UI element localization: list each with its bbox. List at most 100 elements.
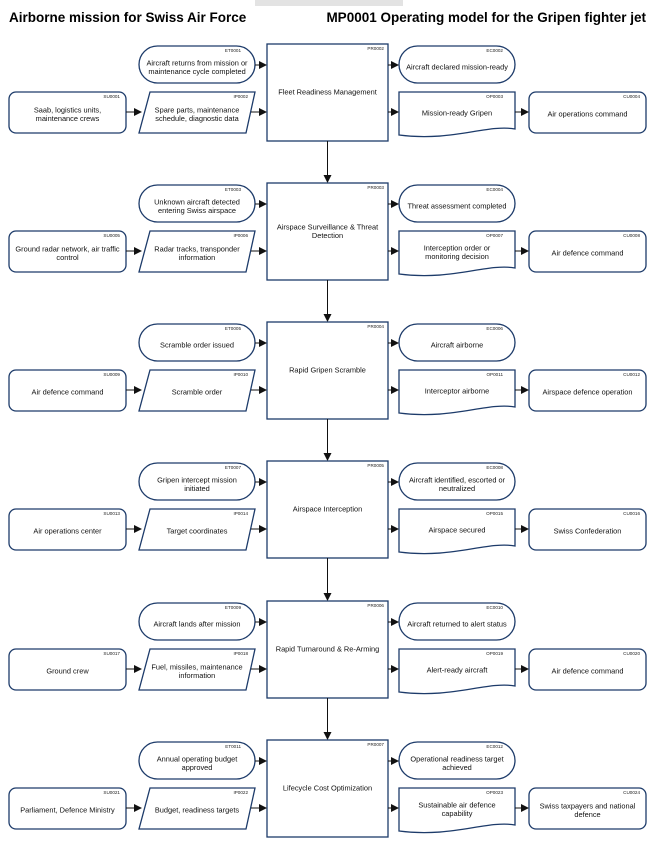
element-code: CU0016 (623, 511, 640, 516)
element-code: EC0006 (486, 326, 503, 331)
element-code: EC0012 (486, 744, 503, 749)
element-code: CU0024 (623, 790, 640, 795)
event-in-label: Aircraft returns from mission or (146, 58, 248, 67)
element-code: ET0001 (225, 48, 242, 53)
element-code: IP0006 (233, 233, 248, 238)
element-code: PR0007 (367, 742, 384, 747)
element-code: ET0011 (225, 744, 241, 749)
supplier-label: Air operations center (33, 527, 102, 536)
element-code: SU0021 (103, 790, 120, 795)
event-out-label: Aircraft identified, escorted or (409, 475, 506, 484)
input-label: information (179, 253, 216, 262)
output-label: Interceptor airborne (425, 387, 490, 396)
element-code: IP0010 (233, 372, 248, 377)
element-code: EC0002 (486, 48, 503, 53)
customer-label: Air defence command (552, 667, 624, 676)
supplier-label: Ground crew (46, 667, 89, 676)
output-label: Mission-ready Gripen (422, 109, 492, 118)
input-label: schedule, diagnostic data (155, 114, 239, 123)
customer-label: defence (574, 810, 600, 819)
supplier-label: control (56, 253, 79, 262)
process-label: Airspace Surveillance & Threat (277, 222, 378, 231)
event-in-label: Annual operating budget (157, 754, 238, 763)
input-label: Spare parts, maintenance (155, 105, 240, 114)
supplier-label: Air defence command (32, 388, 104, 397)
output-label: Alert-ready aircraft (427, 666, 488, 675)
input-label: Radar tracks, transponder (154, 244, 240, 253)
supplier-label: Ground radar network, air traffic (15, 244, 120, 253)
element-code: ET0003 (225, 187, 242, 192)
element-code: OP0023 (486, 790, 503, 795)
element-code: OP0003 (486, 94, 503, 99)
event-in-label: initiated (184, 484, 209, 493)
output-label: Interception order or (424, 243, 491, 252)
output-label: monitoring decision (425, 252, 489, 261)
event-in-label: Unknown aircraft detected (154, 197, 240, 206)
event-in-label: Scramble order issued (160, 341, 234, 350)
element-code: SU0009 (103, 372, 120, 377)
diagram-title-right: MP0001 Operating model for the Gripen fi… (326, 10, 646, 25)
element-code: EC0010 (486, 605, 503, 610)
event-in-label: Gripen intercept mission (157, 475, 237, 484)
element-code: OP0015 (486, 511, 503, 516)
element-code: IP0022 (233, 790, 248, 795)
element-code: SU0005 (103, 233, 120, 238)
supplier-label: Parliament, Defence Ministry (20, 806, 115, 815)
process-label: Rapid Gripen Scramble (289, 366, 366, 375)
output-label: Airspace secured (428, 526, 485, 535)
event-out-label: Aircraft returned to alert status (407, 620, 507, 629)
element-code: IP0018 (233, 651, 248, 656)
element-code: EC0004 (486, 187, 503, 192)
element-code: PR0005 (367, 463, 384, 468)
diagram-title-left: Airborne mission for Swiss Air Force (9, 10, 247, 25)
customer-label: Swiss taxpayers and national (540, 801, 636, 810)
input-label: Scramble order (172, 388, 223, 397)
customer-label: Swiss Confederation (554, 527, 622, 536)
customer-label: Air defence command (552, 249, 624, 258)
element-code: CU0020 (623, 651, 640, 656)
element-code: SU0001 (103, 94, 120, 99)
